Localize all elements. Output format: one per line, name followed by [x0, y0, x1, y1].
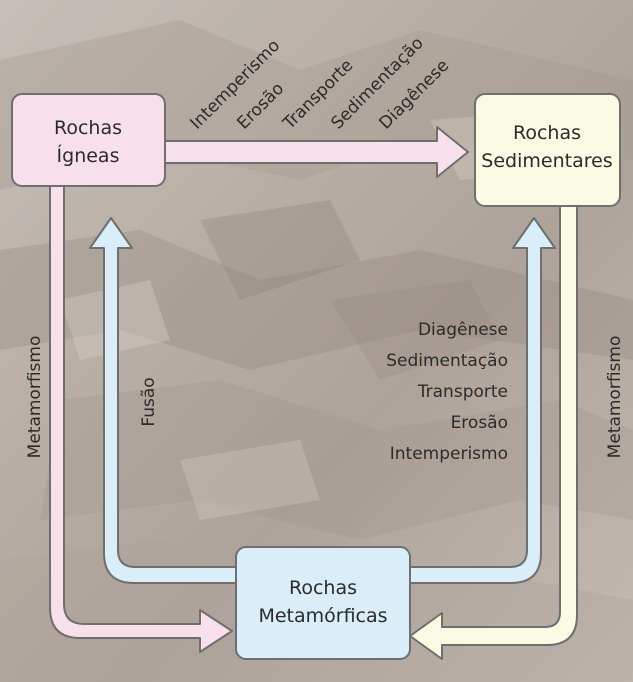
igneous-label-line-1: Rochas [54, 117, 122, 139]
metamorphic-label-line-1: Rochas [289, 577, 357, 599]
fusion-label: Fusão [139, 377, 159, 426]
node-sedimentary-rocks: Rochas Sedimentares [475, 94, 620, 206]
node-igneous-rocks: Rochas Ígneas [12, 94, 165, 186]
right-metamorphism-label: Metamorfismo [605, 336, 625, 459]
center-process-label: Sedimentação [386, 351, 508, 371]
center-process-label: Intemperismo [390, 444, 508, 464]
igneous-label-line-2: Ígneas [57, 144, 120, 167]
center-process-label: Diagênese [418, 320, 508, 340]
center-process-label: Erosão [451, 413, 508, 433]
sedimentary-label-line-1: Rochas [513, 122, 581, 144]
left-metamorphism-label: Metamorfismo [25, 336, 45, 459]
sedimentary-label-line-2: Sedimentares [481, 150, 612, 172]
center-process-label: Transporte [417, 382, 508, 402]
node-metamorphic-rocks: Rochas Metamórficas [236, 547, 410, 659]
metamorphic-label-line-2: Metamórficas [258, 605, 387, 627]
